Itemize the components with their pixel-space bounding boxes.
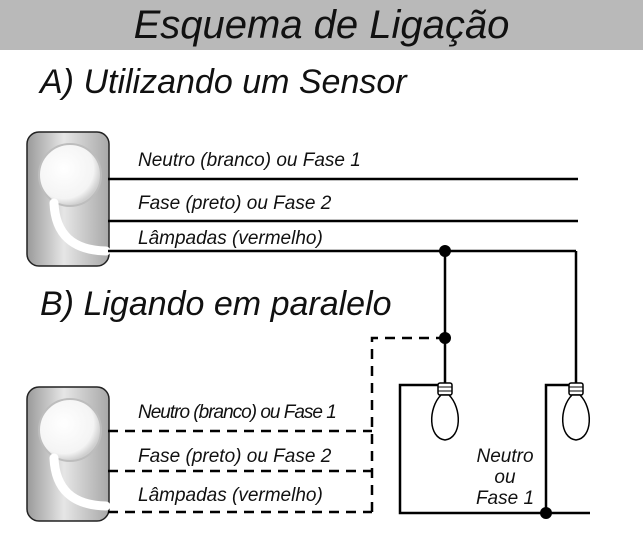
label-b-phase: Fase (preto) ou Fase 2	[138, 446, 332, 467]
sensor-a-icon	[26, 131, 111, 267]
lamp-2-icon	[561, 382, 591, 441]
junction-dot-mid	[439, 332, 451, 344]
label-b-lamps: Lâmpadas (vermelho)	[138, 485, 323, 506]
label-b-neutral: Neutro (branco) ou Fase 1	[138, 402, 337, 423]
neutral-label-line2: ou	[494, 467, 516, 488]
section-a-heading: A) Utilizando um Sensor	[40, 63, 407, 101]
wire-neutral-return	[398, 383, 590, 515]
diagram-title: Esquema de Ligação	[133, 3, 510, 47]
neutral-label: Neutro ou Fase 1	[465, 446, 545, 509]
wire-b-riser	[370, 336, 445, 512]
label-a-neutral: Neutro (branco) ou Fase 1	[138, 150, 361, 171]
lamp-1-icon	[430, 382, 460, 441]
header-bar	[0, 0, 643, 50]
neutral-label-line3: Fase 1	[475, 488, 535, 509]
junction-dot-top	[439, 245, 451, 257]
section-b-heading: B) Ligando em paralelo	[40, 285, 392, 323]
junction-dot-bottom	[540, 507, 552, 519]
wire-neutral-lamp2	[544, 383, 570, 513]
label-a-phase: Fase (preto) ou Fase 2	[138, 193, 332, 214]
neutral-label-line1: Neutro	[476, 446, 534, 467]
label-a-lamps: Lâmpadas (vermelho)	[138, 228, 323, 249]
sensor-b-icon	[26, 386, 111, 522]
